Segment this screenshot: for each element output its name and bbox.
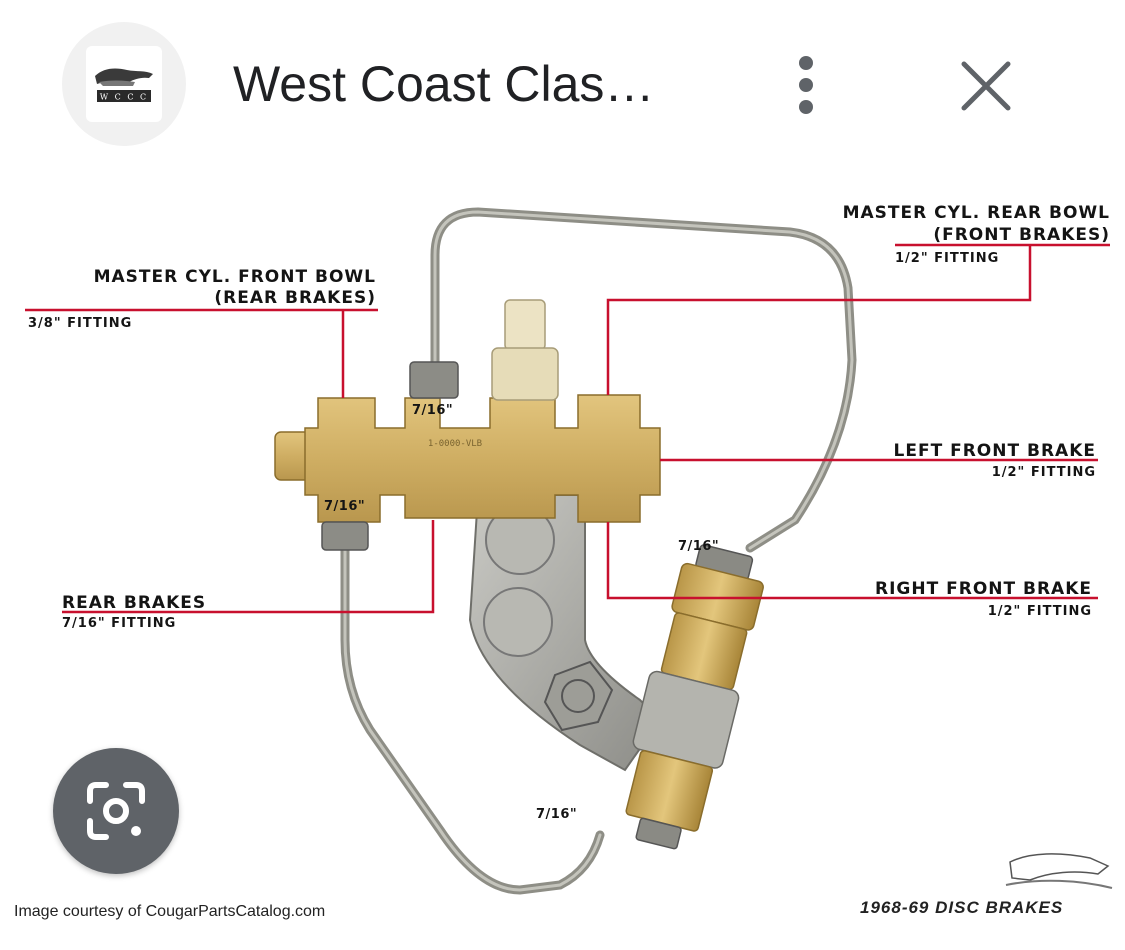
leader-rear-brakes — [62, 520, 435, 614]
dim-left-port: 7/16" — [324, 499, 365, 514]
diagram-caption: 1968-69 DISC BRAKES — [860, 898, 1064, 917]
leader-rear-bowl — [606, 245, 1032, 395]
cougar-logo-icon: W C C C — [95, 68, 153, 102]
bottom-brake-line — [340, 545, 605, 895]
label-rear-bowl-line1: MASTER CYL. REAR BOWL — [843, 203, 1110, 223]
label-right-front: RIGHT FRONT BRAKE — [875, 579, 1092, 599]
label-right-front-fitting: 1/2" FITTING — [988, 604, 1092, 619]
logo-text: W C C C — [100, 93, 148, 102]
dim-top-port: 7/16" — [412, 403, 453, 418]
pressure-switch-body — [625, 544, 764, 850]
image-credit: Image courtesy of CougarPartsCatalog.com — [14, 903, 326, 920]
site-logo[interactable]: W C C C — [62, 22, 186, 146]
top-bar: W C C C West Coast Clas… — [0, 0, 1125, 170]
label-front-bowl-line1: MASTER CYL. FRONT BOWL — [94, 267, 376, 287]
brass-valve-block: 1-0000-VLB — [274, 299, 661, 551]
label-rear-brakes-fitting: 7/16" FITTING — [62, 616, 176, 631]
leader-right-front — [606, 522, 1098, 600]
label-left-front: LEFT FRONT BRAKE — [894, 441, 1096, 461]
leader-lines — [25, 243, 1110, 614]
label-rear-brakes: REAR BRAKES — [62, 593, 206, 613]
page-title: West Coast Clas… — [233, 56, 655, 112]
close-button[interactable] — [950, 50, 1022, 122]
dim-bottom-nut: 7/16" — [536, 807, 577, 822]
more-vert-icon — [799, 56, 813, 114]
cougar-watermark-icon — [1005, 853, 1113, 889]
label-rear-bowl-line2: (FRONT BRAKES) — [933, 225, 1110, 245]
label-front-bowl-line2: (REAR BRAKES) — [214, 288, 376, 308]
google-lens-button[interactable] — [53, 748, 179, 874]
block-stamp: 1-0000-VLB — [428, 439, 482, 449]
site-logo-badge: W C C C — [86, 46, 162, 122]
mounting-bracket — [468, 494, 662, 772]
google-lens-icon — [87, 782, 145, 840]
close-icon — [961, 61, 1011, 111]
dim-switch-nut: 7/16" — [678, 539, 719, 554]
label-left-front-fitting: 1/2" FITTING — [992, 465, 1096, 480]
more-options-button[interactable] — [780, 50, 832, 120]
label-front-bowl-fitting: 3/8" FITTING — [28, 316, 132, 331]
diagram-svg: 1-0000-VLB MASTER CYL. REAR BOWL (FRONT … — [25, 203, 1113, 895]
label-rear-bowl-fitting: 1/2" FITTING — [895, 251, 999, 266]
brake-valve-diagram: 1-0000-VLB MASTER CYL. REAR BOWL (FRONT … — [0, 170, 1125, 950]
